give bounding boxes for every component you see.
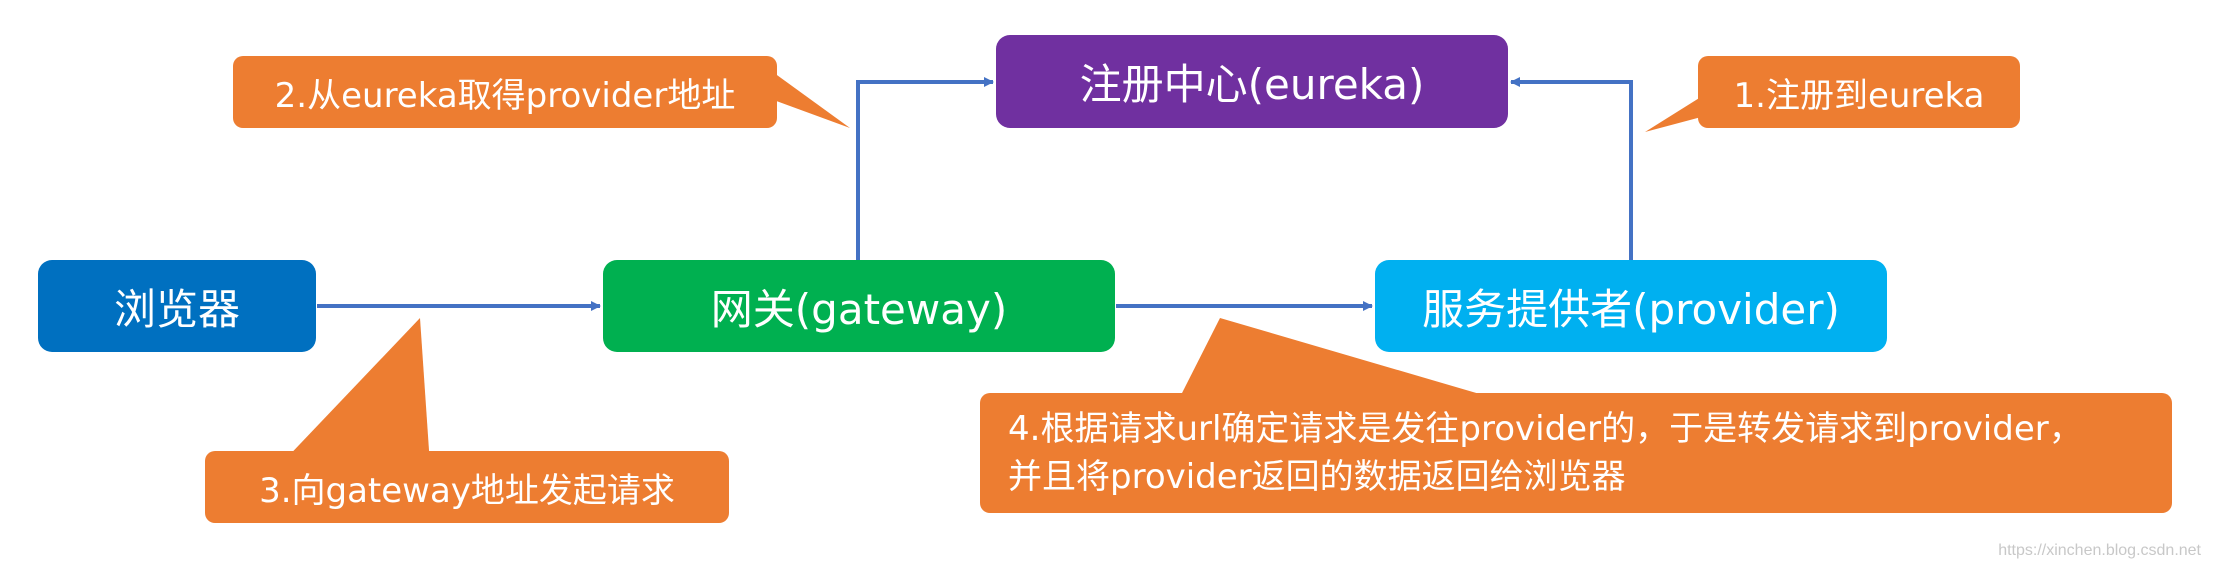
step2-note: 2.从eureka取得provider地址 bbox=[233, 56, 777, 128]
step4-note-line2: 并且将provider返回的数据返回给浏览器 bbox=[1008, 457, 1626, 497]
provider-node: 服务提供者(provider) bbox=[1375, 260, 1887, 352]
provider-to-registry-arrow bbox=[1510, 77, 1633, 260]
step3-note: 3.向gateway地址发起请求 bbox=[205, 451, 729, 523]
gateway-to-registry-arrow bbox=[856, 77, 994, 260]
step2-callout-pointer bbox=[760, 70, 850, 128]
step1-note: 1.注册到eureka bbox=[1698, 56, 2020, 128]
step3-callout-pointer bbox=[280, 318, 430, 465]
registry-node: 注册中心(eureka) bbox=[996, 35, 1508, 128]
step4-note-line1: 4.根据请求url确定请求是发往provider的，于是转发请求到provide… bbox=[1008, 409, 2083, 449]
step4-callout-pointer bbox=[1180, 318, 1490, 397]
browser-node: 浏览器 bbox=[38, 260, 316, 352]
watermark: https://xinchen.blog.csdn.net bbox=[1998, 542, 2201, 559]
gateway-node: 网关(gateway) bbox=[603, 260, 1115, 352]
step4-note: 4.根据请求url确定请求是发往provider的，于是转发请求到provide… bbox=[980, 393, 2172, 513]
